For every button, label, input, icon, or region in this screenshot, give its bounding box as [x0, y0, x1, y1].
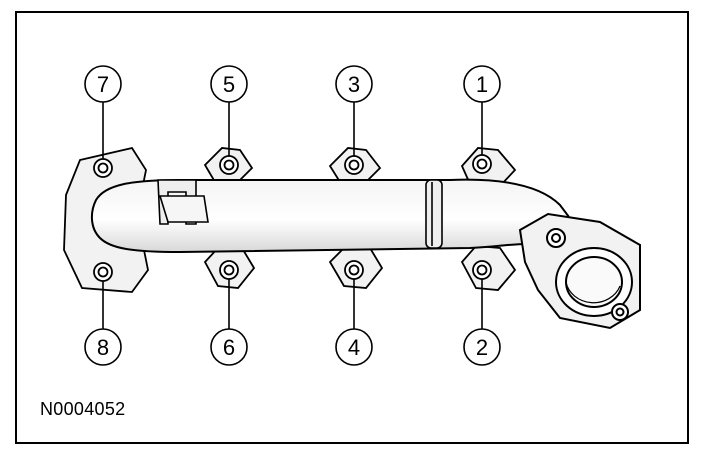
callout-3-label: 3 [348, 72, 360, 97]
callout-5-label: 5 [223, 72, 235, 97]
bracket [157, 179, 209, 225]
leader-lines [102, 102, 483, 329]
callout-8: 8 [84, 328, 122, 366]
callout-7: 7 [84, 65, 122, 103]
callout-6: 6 [210, 328, 248, 366]
callout-2: 2 [463, 328, 501, 366]
callout-7-label: 7 [97, 72, 109, 97]
callout-6-label: 6 [223, 335, 235, 360]
callout-8-label: 8 [97, 335, 109, 360]
reference-code: N0004052 [40, 399, 126, 419]
callouts: 7 5 3 1 8 6 4 2 [84, 65, 501, 366]
callout-5: 5 [210, 65, 248, 103]
callout-3: 3 [335, 65, 373, 103]
callout-1-label: 1 [476, 72, 488, 97]
callout-2-label: 2 [476, 335, 488, 360]
pipe-joint [425, 179, 443, 249]
callout-4-label: 4 [348, 335, 360, 360]
callout-1: 1 [463, 65, 501, 103]
outlet-flange [518, 212, 641, 330]
callout-4: 4 [335, 328, 373, 366]
bolts [93, 154, 492, 282]
